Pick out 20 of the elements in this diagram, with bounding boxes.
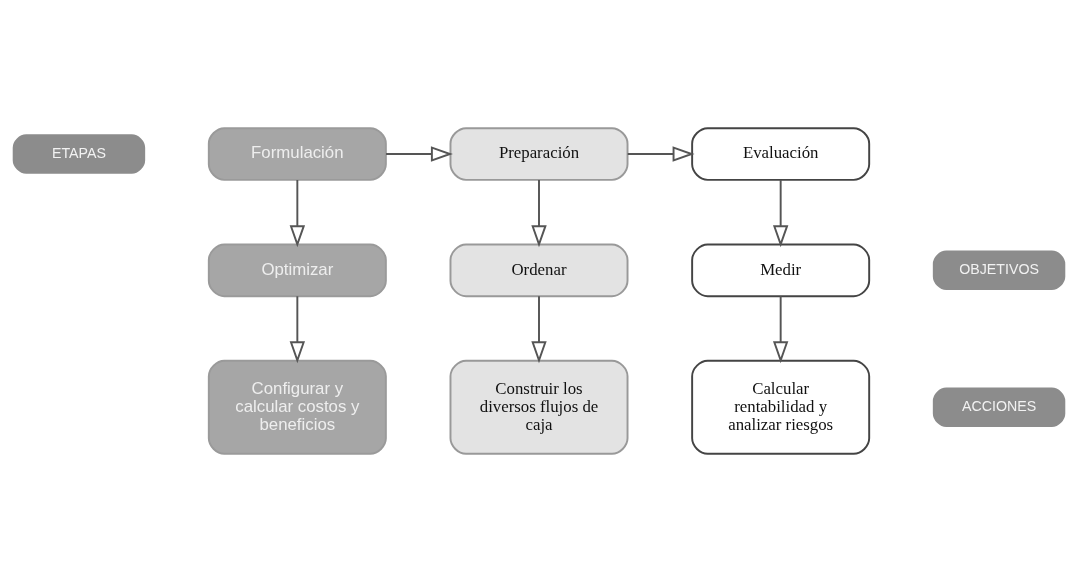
node-box: ACCIONES [932, 387, 1066, 428]
arrow [626, 146, 695, 162]
node-box: Preparación [449, 127, 629, 181]
arrow [531, 179, 547, 248]
node-box: Configurar y calcular costos y beneficios [207, 359, 387, 455]
node-box: Calcular rentabilidad y analizar riesgos [691, 359, 871, 455]
node-box: OBJETIVOS [932, 250, 1066, 291]
node-box: Medir [691, 243, 871, 298]
node-box: Formulación [207, 127, 387, 181]
node-box: Optimizar [207, 243, 387, 298]
arrow [289, 179, 306, 248]
node-box: Ordenar [449, 243, 629, 298]
arrow [772, 295, 789, 364]
arrow [531, 295, 547, 364]
arrow [385, 146, 453, 162]
node-box: Evaluación [691, 127, 871, 181]
arrow [289, 295, 306, 364]
node-box: Construir los diversos flujos de caja [449, 359, 629, 455]
node-box: ETAPAS [12, 134, 146, 174]
arrow [772, 179, 789, 248]
